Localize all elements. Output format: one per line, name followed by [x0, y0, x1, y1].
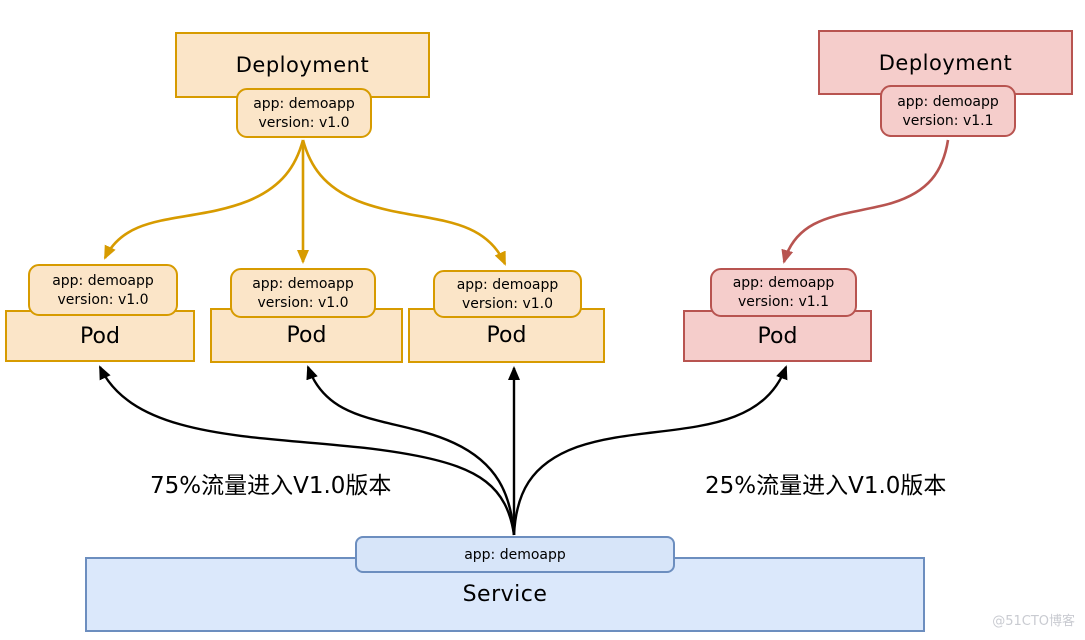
- pod-1-box: Pod: [5, 310, 195, 362]
- pod-2-title: Pod: [286, 323, 327, 348]
- deployment-v11-title: Deployment: [878, 50, 1013, 75]
- arrow-service-to-pod-4: [512, 365, 788, 536]
- service-selector-label: app: demoapp: [355, 536, 675, 573]
- deployment-v11-box: Deployment: [818, 30, 1073, 95]
- label-version: version: v1.1: [902, 112, 994, 129]
- pod-2-selector-label: app: demoapp version: v1.0: [230, 268, 376, 318]
- label-version: version: v1.0: [57, 291, 149, 308]
- label-version: version: v1.0: [462, 295, 553, 312]
- pod-4-selector-label: app: demoapp version: v1.1: [710, 268, 857, 317]
- label-app: app: demoapp: [253, 95, 355, 112]
- label-app: app: demoapp: [456, 276, 559, 293]
- arrow-deployment-v10-to-pod-3: [301, 139, 507, 266]
- annotation-25-percent-traffic: 25%流量进入V1.0版本: [705, 473, 947, 499]
- service-box: Service: [85, 557, 925, 632]
- label-app: app: demoapp: [252, 275, 354, 292]
- pod-4-title: Pod: [757, 323, 798, 349]
- deployment-v11-selector-label: app: demoapp version: v1.1: [880, 85, 1016, 137]
- deployment-v10-box: Deployment: [175, 32, 430, 98]
- arrow-deployment-v11-to-pod-4: [781, 139, 950, 264]
- deployment-v10-title: Deployment: [235, 53, 370, 77]
- annotation-75-percent-traffic: 75%流量进入V1.0版本: [150, 473, 392, 499]
- pod-1-title: Pod: [80, 323, 120, 349]
- arrow-service-to-pod-2: [306, 365, 516, 536]
- arrow-deployment-v10-to-pod-1: [103, 139, 305, 260]
- label-version: version: v1.1: [738, 294, 829, 310]
- label-app: app: demoapp: [464, 546, 566, 563]
- pod-3-selector-label: app: demoapp version: v1.0: [433, 270, 582, 318]
- service-title: Service: [462, 582, 548, 607]
- label-version: version: v1.0: [257, 294, 349, 311]
- pod-1-selector-label: app: demoapp version: v1.0: [28, 264, 178, 316]
- deployment-v10-selector-label: app: demoapp version: v1.0: [236, 88, 372, 138]
- label-app: app: demoapp: [897, 93, 999, 110]
- label-version: version: v1.0: [258, 114, 350, 131]
- label-app: app: demoapp: [52, 272, 154, 289]
- watermark: @51CTO博客: [992, 614, 1075, 629]
- arrow-service-to-pod-1: [98, 365, 516, 536]
- pod-4-box: Pod: [683, 310, 872, 362]
- pod-3-title: Pod: [486, 323, 527, 348]
- label-app: app: demoapp: [732, 275, 835, 291]
